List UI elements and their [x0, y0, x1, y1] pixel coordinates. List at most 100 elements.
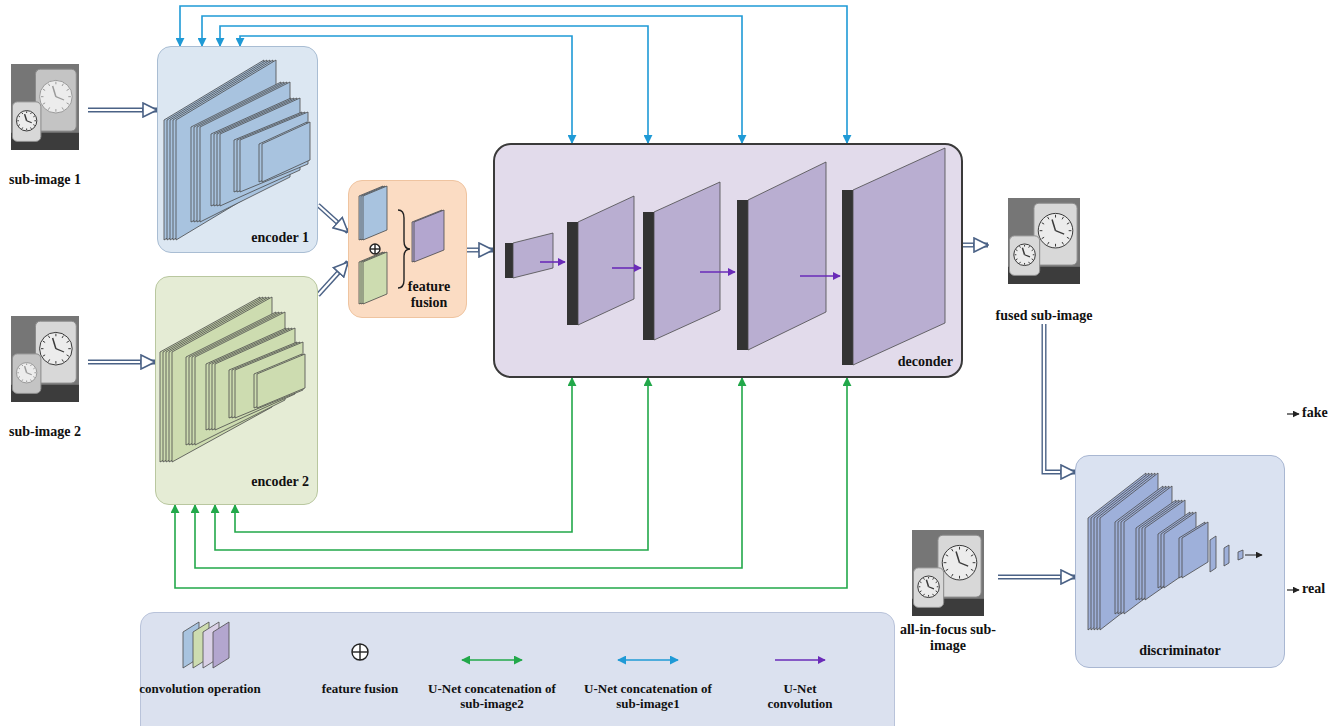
concat-block — [737, 200, 748, 350]
clock-tick — [1042, 237, 1044, 238]
clock-tick — [937, 586, 939, 587]
clock-tick — [1062, 242, 1063, 244]
clock-tick — [973, 562, 976, 563]
clock-tick — [923, 594, 925, 595]
clock-hand — [1052, 219, 1055, 230]
encoder-layer — [166, 297, 266, 462]
discriminator-layer — [1179, 522, 1205, 578]
clock-tick — [55, 82, 56, 85]
concat-block — [567, 222, 578, 325]
clock-tick — [1019, 246, 1021, 247]
feature-map — [363, 186, 387, 240]
discriminator-layer — [1161, 512, 1193, 588]
convolution-sample — [775, 659, 825, 661]
connector — [88, 362, 155, 363]
panel-label: feature fusion — [398, 279, 460, 311]
clock-hand — [27, 121, 32, 123]
discriminator-layer — [1136, 500, 1176, 600]
panel-label: deconder — [873, 354, 953, 370]
clock-tick — [1069, 230, 1072, 231]
encoder-layer — [254, 354, 302, 408]
fused-feature-map — [414, 210, 444, 262]
clock-tick — [1048, 242, 1049, 244]
output-arrow — [1287, 589, 1299, 590]
clock-tick — [932, 578, 934, 579]
clock-tick — [920, 590, 921, 592]
photo — [1008, 198, 1080, 284]
clock-tick — [55, 334, 56, 337]
clock-tick — [1032, 249, 1033, 251]
fusion-symbol — [352, 644, 368, 660]
flow-arrow-inner — [467, 249, 478, 251]
clock-tick — [946, 569, 948, 570]
convolution-arrow — [700, 271, 735, 273]
connector — [1044, 324, 1075, 472]
clock-tick — [19, 116, 20, 118]
clock-tick — [43, 89, 45, 90]
discriminator-layer — [1097, 473, 1155, 630]
discriminator-layer — [1088, 473, 1146, 630]
clock-tick — [971, 555, 973, 556]
output-label: fake — [1302, 405, 1328, 421]
fusion-symbol — [370, 248, 380, 249]
discriminator-layer — [1142, 500, 1182, 600]
clock-face — [16, 111, 36, 131]
panel-title: encoder 1 — [219, 230, 309, 246]
legend-item: U-Net concatenation of sub-image2 — [417, 682, 567, 712]
clock-hand — [56, 97, 64, 100]
discriminator-layer — [1091, 473, 1149, 630]
concat-sample — [462, 659, 522, 661]
photo — [11, 64, 79, 150]
caption: sub-image 1 — [2, 172, 88, 188]
clock-tick — [62, 336, 63, 338]
clock-tick — [1015, 254, 1017, 255]
clock-tick — [1016, 249, 1017, 251]
encoder-layer — [262, 122, 310, 182]
output-label-text: real — [1302, 581, 1325, 597]
encoder-layer — [195, 312, 285, 445]
encoder-layer — [229, 342, 297, 418]
feature-map — [359, 252, 383, 304]
encoder-layer — [163, 297, 263, 462]
flow-arrow-inner — [318, 273, 338, 295]
clock-tick — [971, 569, 973, 570]
clock-tick — [1042, 223, 1044, 224]
clock-tick — [946, 555, 948, 556]
encoder-layer — [212, 328, 292, 430]
convolution-sample — [213, 622, 229, 668]
flow-arrow-inner — [1044, 324, 1060, 472]
clock-tick — [43, 341, 45, 342]
clock-tick — [936, 590, 937, 592]
clock-hand — [1056, 231, 1065, 234]
clock-hand — [25, 366, 27, 373]
dense-layer — [1210, 536, 1216, 572]
fused-feature-map — [412, 210, 442, 262]
clock-tick — [1055, 244, 1056, 247]
connector — [88, 110, 157, 111]
output-line — [1245, 555, 1262, 556]
clock-tick — [21, 379, 23, 380]
dense-layer — [1224, 545, 1229, 566]
clock-tick — [30, 127, 32, 128]
discriminator-layer — [1182, 522, 1208, 578]
encoder-layer — [189, 312, 279, 445]
clock-tick — [62, 107, 63, 109]
legend-text: U-Net convolution — [755, 682, 845, 712]
encoder-layer — [200, 82, 290, 222]
flow-arrow — [1044, 324, 1075, 472]
panel-illustration — [348, 180, 467, 318]
encoder-layer — [197, 82, 287, 222]
image-caption: sub-image 1 — [2, 172, 88, 188]
encoder-layer — [170, 60, 270, 240]
clock-tick — [928, 577, 929, 579]
panel-title: discriminator — [1076, 643, 1284, 659]
clock-face — [942, 545, 977, 580]
panel-illustration — [155, 276, 318, 505]
reference-image: all-in-focus sub-image — [898, 530, 998, 654]
clock-tick — [67, 103, 69, 104]
encoder-layer — [160, 297, 260, 462]
clock-tick — [67, 355, 69, 356]
clock-tick — [30, 113, 32, 114]
clock-hand — [53, 86, 56, 97]
clock-tick — [33, 124, 34, 126]
